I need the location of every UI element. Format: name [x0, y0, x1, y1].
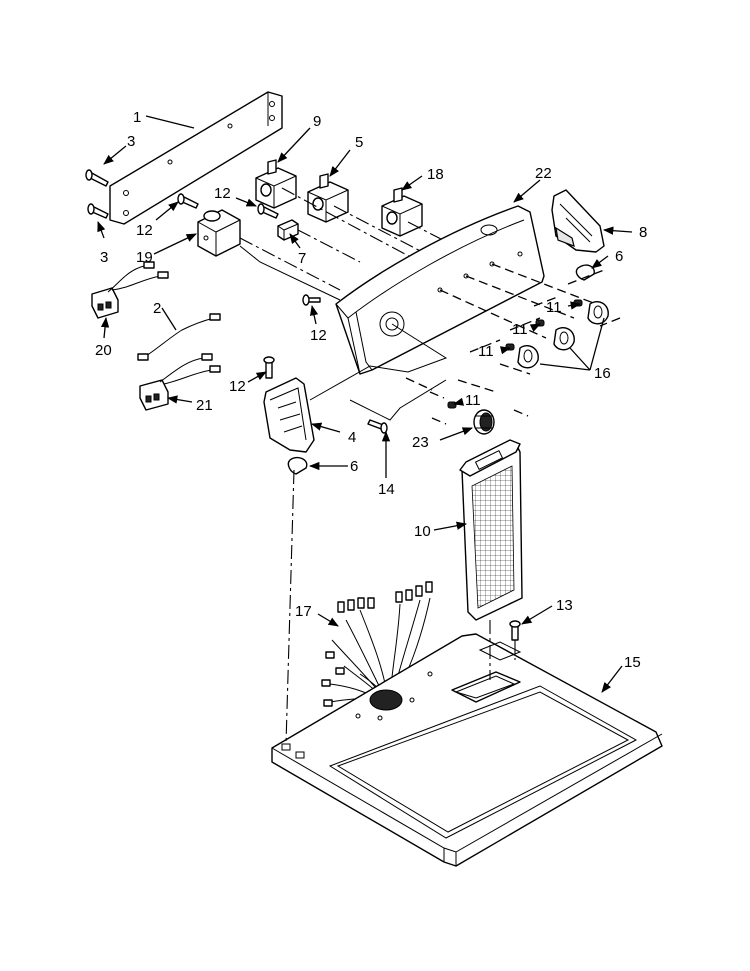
screw-12-c — [302, 294, 321, 306]
knob-16-a — [587, 300, 609, 325]
switch-5 — [307, 173, 349, 223]
callout-7: 7 — [298, 250, 306, 267]
harness-21 — [139, 353, 221, 411]
console-wiring — [309, 323, 448, 421]
callout-11-a: 11 — [546, 299, 562, 316]
clip-6-lower — [287, 456, 308, 475]
callout-13: 13 — [556, 597, 573, 614]
top-panel-15 — [271, 633, 663, 867]
screw-12-a — [177, 193, 199, 209]
harness-2 — [137, 313, 221, 361]
callout-9: 9 — [313, 113, 321, 130]
callout-23: 23 — [412, 434, 429, 451]
callout-4: 4 — [348, 429, 356, 446]
end-cap-4 — [263, 377, 315, 453]
callout-12-a: 12 — [214, 185, 231, 202]
callout-8: 8 — [639, 224, 647, 241]
dial-23 — [473, 409, 495, 435]
assembly-lines-knobs — [405, 263, 621, 425]
lint-screen-10 — [459, 439, 523, 621]
callout-2: 2 — [153, 300, 161, 317]
screw-3-upper — [85, 169, 109, 187]
clip-6-upper — [575, 264, 595, 281]
rear-bracket — [109, 91, 283, 225]
callout-labels: 1 3 3 9 5 18 22 8 6 12 12 7 19 2 20 12 2… — [95, 109, 647, 671]
callout-3-lower: 3 — [100, 249, 108, 266]
callout-15: 15 — [624, 654, 641, 671]
screw-3-lower — [87, 203, 109, 219]
end-cap-8 — [551, 189, 605, 253]
callout-22: 22 — [535, 165, 552, 182]
callout-11-b: 11 — [512, 321, 528, 338]
callout-17: 17 — [295, 603, 312, 620]
timer-19 — [197, 209, 241, 257]
callout-10: 10 — [414, 523, 431, 540]
callout-21: 21 — [196, 397, 213, 414]
callout-12-d: 12 — [229, 378, 246, 395]
callout-20: 20 — [95, 342, 112, 359]
screw-14 — [367, 419, 388, 434]
switch-9 — [255, 159, 297, 209]
switch-18 — [381, 187, 423, 237]
assembly-lines-lower — [285, 469, 516, 745]
pin-11-d — [447, 401, 457, 409]
callout-14: 14 — [378, 481, 395, 498]
assembly-lines-upper — [239, 187, 471, 301]
callout-12-c: 12 — [310, 327, 327, 344]
knob-16-b — [553, 326, 575, 351]
callout-11-d: 11 — [465, 392, 481, 409]
callout-5: 5 — [355, 134, 363, 151]
callout-19: 19 — [136, 249, 153, 266]
callout-1: 1 — [133, 109, 141, 126]
callout-18: 18 — [427, 166, 444, 183]
callout-11-c: 11 — [478, 343, 494, 360]
screw-12-b — [257, 203, 279, 219]
callout-16: 16 — [594, 365, 611, 382]
part-7 — [277, 219, 299, 241]
callout-12-b: 12 — [136, 222, 153, 239]
callout-6-upper: 6 — [615, 248, 623, 265]
knob-16-c — [517, 344, 539, 369]
screw-13 — [509, 620, 521, 641]
screw-12-d — [263, 356, 275, 379]
callout-3-upper: 3 — [127, 133, 135, 150]
harness-20 — [91, 261, 169, 319]
leader-lines — [97, 115, 633, 693]
callout-6-lower: 6 — [350, 458, 358, 475]
